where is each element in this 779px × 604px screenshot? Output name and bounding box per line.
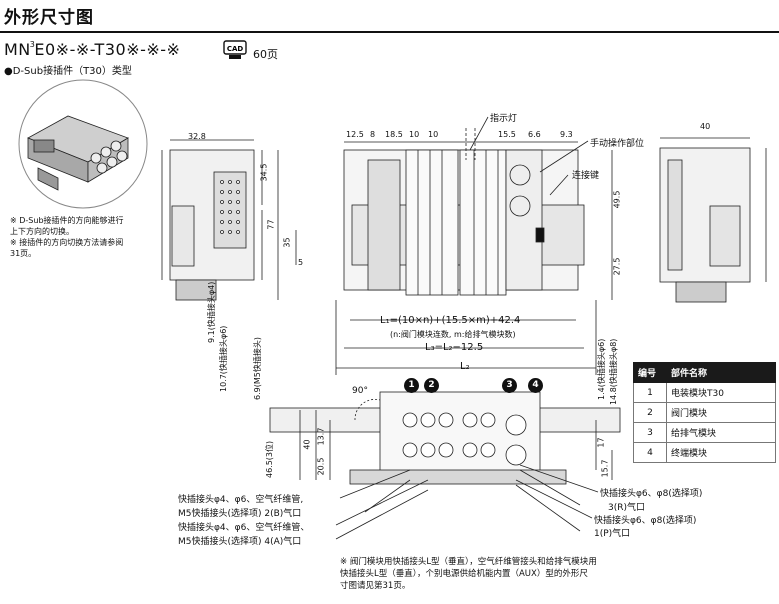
dim-top-0: 12.5 <box>346 130 364 139</box>
dim-top-7: 9.3 <box>560 130 573 139</box>
angle-label: 90° <box>352 386 368 396</box>
callout-connector-key: 连接键 <box>572 171 600 181</box>
parts-table: 编号 部件名称 1 电装模块T30 2 阀门模块 3 给排气模块 4 终端模块 <box>633 362 776 463</box>
port-label-left-3: M5快插接头(选择项) 4(A)气口 <box>178 537 302 547</box>
dim-top-2: 18.5 <box>385 130 403 139</box>
dim-left-h3: 35 <box>282 237 292 248</box>
dim-left-width: 32.8 <box>188 132 206 141</box>
table-row: 4 终端模块 <box>633 442 776 463</box>
dim-vert-left3: 6.9(M5快插接头) <box>253 337 262 400</box>
port-label-right-1: 3(R)气口 <box>608 503 646 513</box>
dim-bottom-h6: 15.7 <box>600 459 610 478</box>
subtitle: ●D-Sub接插件（T30）类型 <box>4 66 132 77</box>
dim-vert-left1: 9.1(快插接头φ4) <box>207 281 216 343</box>
dim-bottom-h1: 46.5(3位) <box>265 440 274 478</box>
product-illustration <box>8 78 158 214</box>
dim-top-6: 6.6 <box>528 130 541 139</box>
dim-left-h4: 5 <box>298 258 304 267</box>
formula-l1-note: (n:阀门模块连数, m:给排气模块数) <box>390 330 516 339</box>
dim-top-4: 10 <box>428 130 439 139</box>
col-header-name: 部件名称 <box>666 362 776 383</box>
callout-manual: 手动操作部位 <box>590 139 645 149</box>
dim-bottom-h4: 20.5 <box>316 457 326 476</box>
port-label-right-3: 1(P)气口 <box>594 529 631 539</box>
port-label-left-1: M5快插接头(选择项) 2(B)气口 <box>178 509 302 519</box>
marker-1: 1 <box>404 378 419 393</box>
parts-table-header: 编号 部件名称 <box>633 362 776 383</box>
cad-page-ref: 60页 <box>253 48 278 61</box>
cad-icon: CAD <box>223 40 247 59</box>
left-notes: ※ D-Sub接插件的方向能够进行 上下方向的切换。 ※ 接插件的方向切换方法请… <box>10 216 124 258</box>
table-row: 3 给排气模块 <box>633 422 776 443</box>
dim-right-h1: 49.5 <box>612 190 622 209</box>
port-label-left-2: 快插接头φ4、φ6、空气纤维管、 <box>178 523 310 533</box>
port-label-right-0: 快插接头φ6、φ8(选择项) <box>600 489 703 499</box>
dim-bottom-h2: 40 <box>302 439 312 450</box>
dim-vert-right2: 14.8(快插接头φ8) <box>609 338 618 405</box>
marker-4: 4 <box>528 378 543 393</box>
dim-right-width: 40 <box>700 122 711 131</box>
page-title: 外形尺寸图 <box>4 8 94 28</box>
callout-indicator: 指示灯 <box>490 114 518 124</box>
title-divider <box>0 31 779 33</box>
marker-2: 2 <box>424 378 439 393</box>
dim-left-h2: 77 <box>266 219 276 230</box>
marker-3: 3 <box>502 378 517 393</box>
dim-top-3: 10 <box>409 130 420 139</box>
formula-l2: L₂ <box>460 361 470 372</box>
dim-vert-left2: 10.7(快插接头φ6) <box>219 325 228 392</box>
footnote: ※ 阀门模块用快插接头L型（垂直），空气纤维管接头和给排气模块用 快插接头L型（… <box>340 557 597 591</box>
dim-top-5: 15.5 <box>498 130 516 139</box>
formula-l3: L₃=L₂−12.5 <box>425 342 484 353</box>
dim-right-h2: 27.5 <box>612 257 622 276</box>
dim-left-h1: 34.5 <box>259 163 269 182</box>
col-header-num: 编号 <box>633 362 667 383</box>
dim-vert-right1: 1.4(快插接头φ6) <box>597 338 606 400</box>
svg-text:CAD: CAD <box>227 45 244 53</box>
dim-top-1: 8 <box>370 130 376 139</box>
dim-bottom-h5: 17 <box>596 437 606 448</box>
port-label-left-0: 快插接头φ4、φ6、空气纤维管, <box>178 495 304 505</box>
formula-l1: L₁=(10×n)+(15.5×m)+42.4 <box>380 315 521 326</box>
table-row: 1 电装模块T30 <box>633 382 776 403</box>
table-row: 2 阀门模块 <box>633 402 776 423</box>
dim-bottom-h3: 13.7 <box>316 427 326 446</box>
model-code: MN3E0※-※-T30※-※-※ <box>4 40 181 59</box>
port-label-right-2: 快插接头φ6、φ8(选择项) <box>594 516 697 526</box>
